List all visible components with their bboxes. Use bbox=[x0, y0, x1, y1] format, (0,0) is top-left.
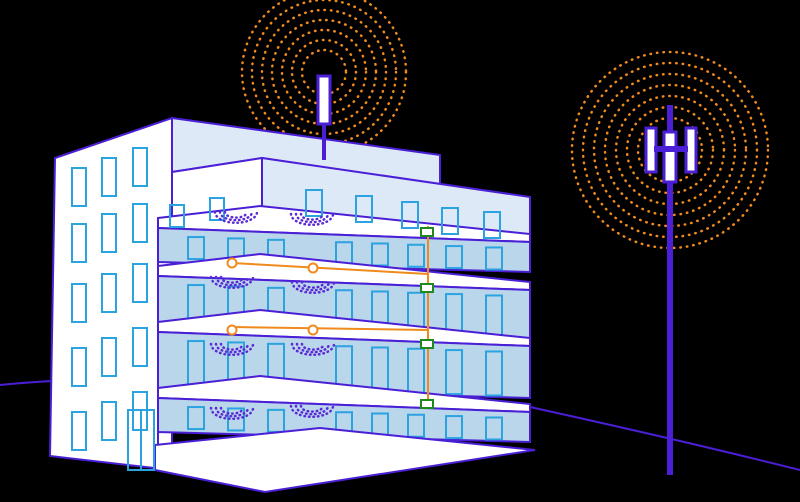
window bbox=[407, 243, 425, 268]
signal-ring bbox=[300, 48, 348, 96]
floor-ceiling bbox=[157, 374, 531, 414]
donor-antenna-icon bbox=[316, 74, 332, 160]
antenna-node bbox=[226, 257, 238, 269]
window bbox=[71, 167, 87, 207]
repeater-box-icon bbox=[420, 339, 434, 349]
upper-wall-windows bbox=[305, 189, 501, 239]
repeater-boxes bbox=[420, 227, 434, 409]
building bbox=[48, 116, 536, 494]
window bbox=[305, 189, 323, 217]
antenna-wave bbox=[300, 280, 326, 289]
window bbox=[445, 349, 463, 396]
antenna-wave bbox=[300, 342, 326, 351]
floor-room bbox=[157, 396, 531, 444]
antenna-wave bbox=[295, 342, 331, 354]
indoor-antenna-icon bbox=[290, 262, 336, 295]
antenna-wave bbox=[214, 406, 250, 418]
indoor-antenna-icon bbox=[209, 257, 255, 290]
antenna-wave bbox=[209, 342, 255, 357]
window bbox=[169, 204, 185, 228]
repeater-box-icon bbox=[420, 399, 434, 409]
window bbox=[485, 246, 503, 271]
antenna-wave bbox=[290, 280, 336, 295]
cell-tower-icon bbox=[644, 105, 698, 475]
left-wall-windows bbox=[71, 147, 225, 451]
indoor-antennas bbox=[209, 210, 336, 421]
signal-ring bbox=[592, 72, 748, 228]
window bbox=[483, 211, 501, 239]
window bbox=[101, 401, 117, 441]
signal-ring bbox=[270, 18, 378, 126]
signal-ring bbox=[570, 50, 770, 250]
window bbox=[132, 263, 148, 303]
repeater-box-icon bbox=[420, 227, 434, 237]
antenna-wave bbox=[295, 280, 331, 292]
antenna-wave bbox=[289, 404, 335, 419]
floor-4 bbox=[157, 374, 531, 444]
antenna-wave bbox=[219, 342, 245, 351]
antenna-wave bbox=[209, 406, 255, 421]
signal-ring bbox=[603, 83, 737, 217]
cutaway-floors bbox=[157, 204, 531, 444]
window bbox=[209, 197, 225, 221]
antenna-node bbox=[226, 324, 238, 336]
antenna-wave bbox=[214, 342, 250, 354]
indoor-antenna-icon bbox=[289, 404, 335, 419]
antenna-node bbox=[307, 324, 319, 336]
antenna-wave bbox=[209, 275, 255, 290]
antenna-wave bbox=[299, 404, 325, 413]
signal-ring bbox=[240, 0, 408, 156]
antenna-wave bbox=[214, 275, 250, 287]
window bbox=[71, 223, 87, 263]
floor-ceiling bbox=[157, 252, 531, 292]
indoor-antenna-icon bbox=[209, 406, 255, 421]
antenna-wave bbox=[294, 404, 330, 416]
antenna-wave bbox=[294, 212, 330, 224]
window bbox=[101, 213, 117, 253]
indoor-antenna-icon bbox=[289, 212, 335, 227]
window bbox=[71, 347, 87, 387]
antenna-wave bbox=[219, 406, 245, 415]
antenna-wave bbox=[289, 212, 335, 227]
window bbox=[132, 327, 148, 367]
window bbox=[101, 157, 117, 197]
indoor-antenna-icon bbox=[209, 324, 255, 357]
repeater-box-icon bbox=[420, 283, 434, 293]
window bbox=[445, 415, 463, 440]
window bbox=[407, 413, 425, 438]
window bbox=[441, 207, 459, 235]
window bbox=[485, 416, 503, 441]
window bbox=[71, 283, 87, 323]
window bbox=[445, 245, 463, 270]
distribution-cables bbox=[231, 226, 429, 404]
window bbox=[71, 411, 87, 451]
window bbox=[485, 350, 503, 397]
window bbox=[401, 201, 419, 229]
antenna-node bbox=[307, 262, 319, 274]
antenna-wave bbox=[219, 275, 245, 284]
window bbox=[227, 407, 245, 432]
window bbox=[132, 147, 148, 187]
antenna-wave bbox=[299, 212, 325, 221]
window bbox=[132, 203, 148, 243]
indoor-antenna-icon bbox=[213, 210, 259, 225]
window bbox=[101, 273, 117, 313]
indoor-antenna-icon bbox=[290, 324, 336, 357]
signal-ring bbox=[250, 0, 398, 146]
antenna-wave bbox=[213, 210, 259, 225]
window bbox=[187, 406, 205, 431]
antenna-wave bbox=[223, 210, 249, 219]
window bbox=[355, 195, 373, 223]
window bbox=[101, 337, 117, 377]
window bbox=[187, 236, 205, 261]
antenna-wave bbox=[290, 342, 336, 357]
antenna-wave bbox=[218, 210, 254, 222]
signal-ring bbox=[290, 38, 358, 106]
